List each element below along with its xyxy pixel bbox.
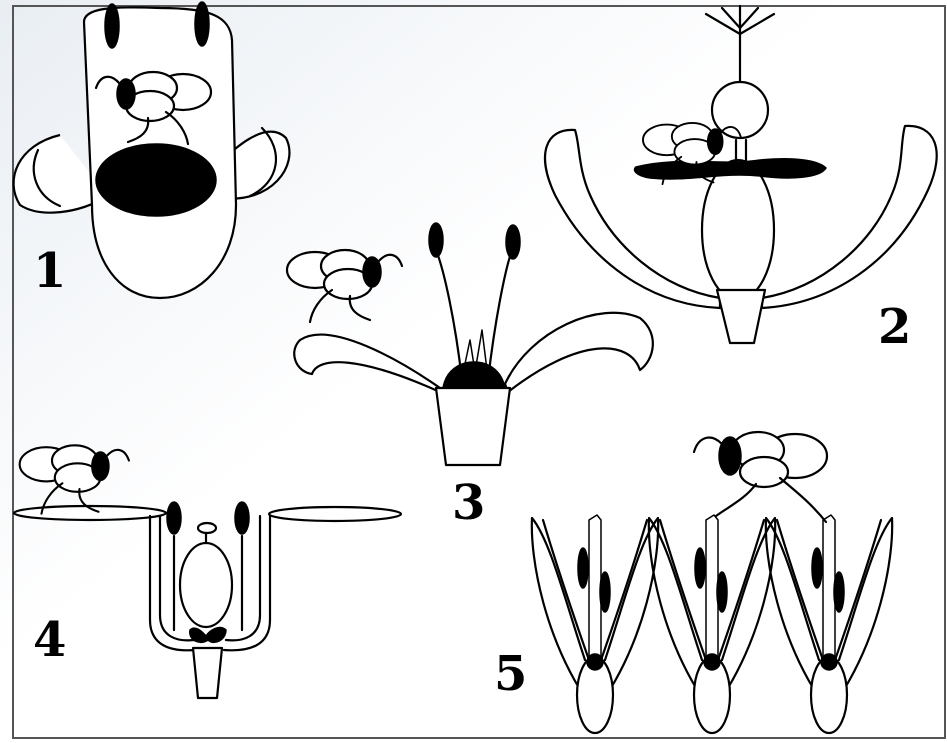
panel-2-ovary	[702, 160, 774, 300]
panel-3-anther-right	[506, 225, 520, 259]
panel-4-ovary	[180, 543, 232, 627]
panel-label-1: 1	[33, 247, 66, 295]
panel-1-nectar-disc	[96, 144, 216, 216]
panel-1-anther-right	[195, 2, 209, 46]
panel-label-3: 3	[452, 479, 485, 527]
panel-3-anther-left	[429, 223, 443, 257]
panel-3-cup	[436, 388, 510, 465]
panel-label-5: 5	[494, 650, 527, 698]
panel-1-anther-left	[105, 4, 119, 48]
panel-label-2: 2	[878, 303, 911, 351]
panel-4-anther-right	[235, 502, 249, 534]
panel-4-receptacle	[193, 648, 222, 698]
panel-label-4: 4	[33, 616, 66, 664]
panel-4-stigma	[198, 523, 216, 533]
panel-2-stigma-head	[712, 82, 768, 138]
panel-4-anther-left	[167, 502, 181, 534]
panel-4-right-lip	[269, 507, 401, 521]
